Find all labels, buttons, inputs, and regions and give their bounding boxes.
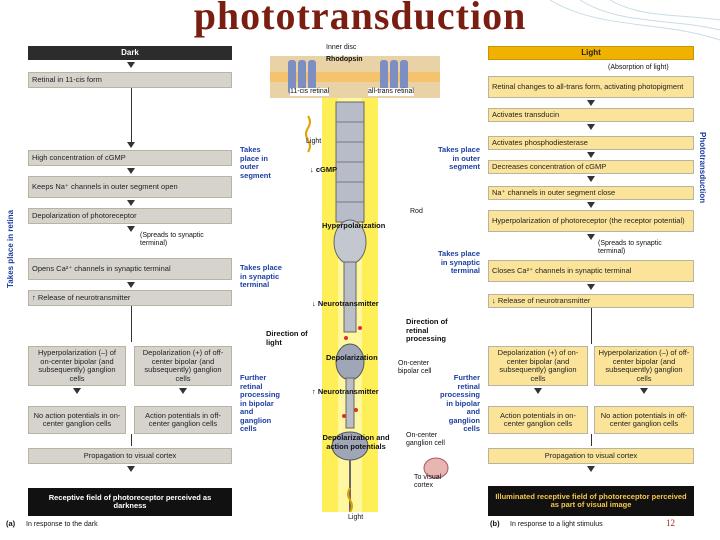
light-step-5: Na⁺ channels in outer segment close bbox=[488, 186, 694, 200]
dark-spread-note: (Spreads to synaptic terminal) bbox=[140, 232, 204, 247]
connector-line bbox=[591, 308, 592, 344]
arrow bbox=[587, 152, 595, 158]
dark-step-6: ↑ Release of neurotransmitter bbox=[28, 290, 232, 306]
light-bipolar-b: Hyperpolarization (–) of off-center bipo… bbox=[594, 346, 694, 386]
caption-a: In response to the dark bbox=[26, 521, 98, 528]
arrow bbox=[587, 176, 595, 182]
dark-ganglion-a: No action potentials in on-center gangli… bbox=[28, 406, 126, 434]
direction-processing-label: Direction of retinal processing bbox=[406, 317, 448, 343]
dark-final: Receptive field of photoreceptor perceiv… bbox=[28, 488, 232, 516]
dark-step-5: Opens Ca²⁺ channels in synaptic terminal bbox=[28, 258, 232, 280]
page-number: 12 bbox=[666, 518, 675, 528]
arrow bbox=[127, 226, 135, 232]
light-step-2: Activates transducin bbox=[488, 108, 694, 122]
cis-retinal-label: 11-cis retinal bbox=[290, 88, 330, 96]
light-ganglion-b: No action potentials in off-center gangl… bbox=[594, 406, 694, 434]
arrow bbox=[587, 100, 595, 106]
light-bottom-label: Light bbox=[348, 514, 364, 521]
depol-ap-label: Depolarization and action potentials bbox=[322, 433, 390, 451]
dark-step-2: High concentration of cGMP bbox=[28, 150, 232, 166]
dark-step-3: Keeps Na⁺ channels in outer segment open bbox=[28, 176, 232, 198]
arrow bbox=[534, 388, 542, 394]
synaptic-terminal-right: Takes place in synaptic terminal bbox=[438, 249, 480, 275]
caption-b-letter: (b) bbox=[490, 519, 500, 528]
arrow bbox=[587, 202, 595, 208]
light-step-6: Hyperpolarization of photoreceptor (the … bbox=[488, 210, 694, 232]
direction-light-label: Direction of light bbox=[266, 329, 308, 347]
light-step-8: ↓ Release of neurotransmitter bbox=[488, 294, 694, 308]
caption-b: In response to a light stimulus bbox=[510, 521, 603, 528]
dark-propagation: Propagation to visual cortex bbox=[28, 448, 232, 464]
on-ganglion-label: On-center ganglion cell bbox=[406, 432, 445, 447]
light-final: Illuminated receptive field of photorece… bbox=[488, 486, 694, 516]
arrow bbox=[73, 388, 81, 394]
slide-title: phototransduction bbox=[193, 0, 527, 38]
light-step-1: Retinal changes to all-trans form, activ… bbox=[488, 76, 694, 98]
caption-a-letter: (a) bbox=[6, 519, 16, 528]
arrow bbox=[127, 142, 135, 148]
hyperpolarization-label: Hyperpolarization bbox=[322, 221, 386, 230]
neurotransmitter-1-label: ↓ Neurotransmitter bbox=[312, 299, 379, 308]
connector-line bbox=[131, 434, 132, 446]
dark-step-1: Retinal in 11-cis form bbox=[28, 72, 232, 88]
retina-side-label: Takes place in retina bbox=[6, 209, 15, 288]
neurotransmitter-2-label: ↑ Neurotransmitter bbox=[312, 387, 379, 396]
depolarization-label: Depolarization bbox=[326, 353, 378, 362]
light-top-label: Light bbox=[306, 138, 322, 145]
outer-segment-right: Takes place in outer segment bbox=[438, 145, 480, 171]
light-step-3: Activates phosphodiesterase bbox=[488, 136, 694, 150]
phototransduction-side-label: Phototransduction bbox=[698, 132, 707, 204]
arrow bbox=[127, 62, 135, 68]
dark-bipolar-a: Hyperpolarization (–) of on-center bipol… bbox=[28, 346, 126, 386]
dark-step-4: Depolarization of photoreceptor bbox=[28, 208, 232, 224]
connector-line bbox=[131, 306, 132, 342]
cgmp-label: ↓ cGMP bbox=[310, 165, 338, 174]
to-cortex-label: To visual cortex bbox=[414, 474, 442, 489]
connector-line bbox=[131, 88, 132, 144]
phototransduction-figure: Dark Retinal in 11-cis form High concent… bbox=[4, 42, 710, 532]
arrow bbox=[179, 388, 187, 394]
rod-label: Rod bbox=[410, 208, 423, 215]
arrow bbox=[587, 284, 595, 290]
dark-header: Dark bbox=[28, 46, 232, 60]
light-propagation: Propagation to visual cortex bbox=[488, 448, 694, 464]
arrow bbox=[587, 234, 595, 240]
light-step-7: Closes Ca²⁺ channels in synaptic termina… bbox=[488, 260, 694, 282]
arrow bbox=[640, 388, 648, 394]
light-spread-note: (Spreads to synaptic terminal) bbox=[598, 240, 662, 255]
rhodopsin-label: Rhodopsin bbox=[326, 56, 363, 63]
arrow bbox=[587, 124, 595, 130]
arrow bbox=[127, 282, 135, 288]
absorption-note: (Absorption of light) bbox=[608, 64, 669, 71]
light-step-4: Decreases concentration of cGMP bbox=[488, 160, 694, 174]
arrow bbox=[127, 200, 135, 206]
dark-bipolar-b: Depolarization (+) of off-center bipolar… bbox=[134, 346, 232, 386]
light-header: Light bbox=[488, 46, 694, 60]
corner-decoration bbox=[549, 0, 720, 41]
light-ganglion-a: Action potentials in on-center ganglion … bbox=[488, 406, 588, 434]
arrow bbox=[127, 466, 135, 472]
trans-retinal-label: all-trans retinal bbox=[368, 88, 414, 96]
dark-ganglion-b: Action potentials in off-center ganglion… bbox=[134, 406, 232, 434]
further-processing-left: Further retinal processing in bipolar an… bbox=[240, 373, 281, 433]
on-bipolar-label: On-center bipolar cell bbox=[398, 360, 432, 375]
connector-line bbox=[591, 434, 592, 446]
arrow bbox=[127, 168, 135, 174]
outer-segment-left: Takes place in outer segment bbox=[240, 145, 271, 180]
light-bipolar-a: Depolarization (+) of on-center bipolar … bbox=[488, 346, 588, 386]
arrow bbox=[587, 466, 595, 472]
photoreceptor-illustration bbox=[270, 56, 449, 513]
inner-disc-label: Inner disc bbox=[326, 44, 357, 51]
synaptic-terminal-left: Takes place in synaptic terminal bbox=[240, 263, 282, 289]
further-processing-right: Further retinal processing in bipolar an… bbox=[439, 373, 480, 433]
